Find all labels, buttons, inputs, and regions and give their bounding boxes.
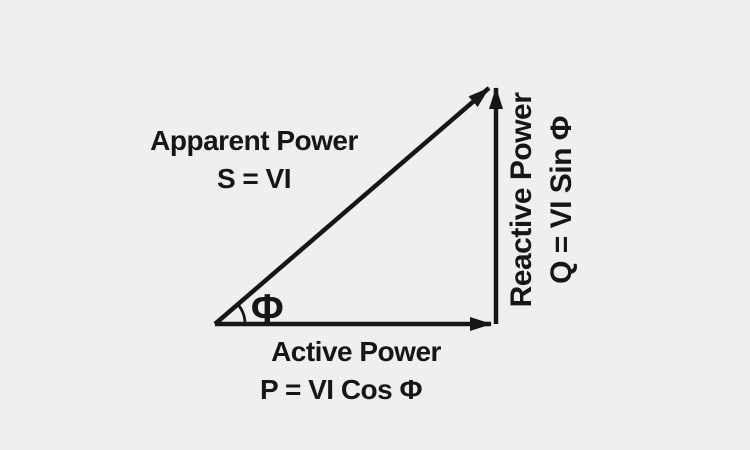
- apparent-power-vector: [213, 86, 491, 326]
- phase-angle-symbol: Φ: [251, 287, 283, 331]
- active-power-formula: P = VI Cos Φ: [260, 374, 422, 405]
- reactive-power-label: Reactive Power: [505, 92, 538, 308]
- active-power-label: Active Power: [271, 336, 441, 367]
- apparent-power-formula: S = VI: [217, 163, 291, 194]
- apparent-power-label: Apparent Power: [150, 125, 358, 156]
- phase-angle-arc: [236, 303, 247, 325]
- reactive-power-formula: Q = VI Sin Φ: [545, 116, 578, 284]
